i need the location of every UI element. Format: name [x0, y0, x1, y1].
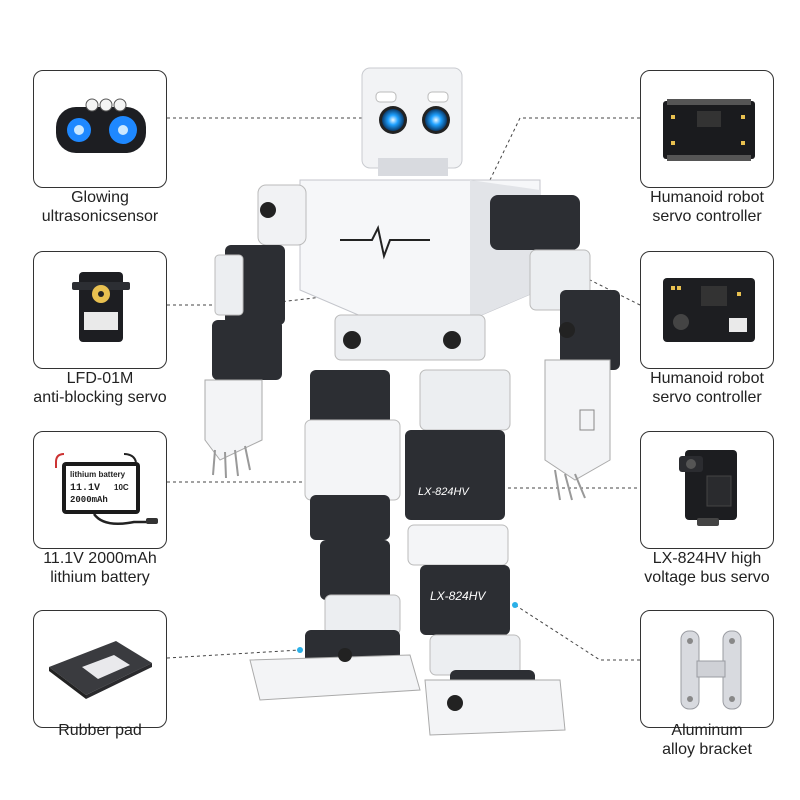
battery-label-text: lithium battery: [70, 470, 126, 479]
bus-servo-panel: [640, 431, 774, 549]
right-eye: [425, 109, 447, 131]
lfd-servo-caption: LFD-01M anti-blocking servo: [33, 370, 167, 406]
servo-label-2: LX-824HV: [430, 589, 486, 603]
servo-motor-icon: [72, 272, 130, 342]
robot-head: [361, 67, 463, 176]
rubber-pad-caption: Rubber pad: [58, 722, 142, 739]
rubber-pad-icon: [49, 641, 152, 699]
lfd-servo-panel: [33, 251, 167, 369]
sensor-caption: Glowing ultrasonicsensor: [41, 189, 159, 225]
robot-right-arm: [490, 195, 620, 501]
servo-controller-bottom-caption: Humanoid robot servo controller: [650, 370, 764, 406]
servo-controller-bottom-panel: [640, 251, 774, 369]
servo-controller-board-icon: [663, 99, 755, 161]
aluminum-bracket-icon: [680, 630, 742, 710]
battery-panel: lithium battery 11.1V 2000mAh 10C: [33, 431, 167, 549]
battery-rate: 10C: [114, 483, 129, 492]
ultrasonic-sensor-icon: [56, 98, 146, 153]
bus-servo-caption: LX-824HV high voltage bus servo: [644, 550, 770, 586]
battery-icon: lithium battery 11.1V 2000mAh 10C: [55, 453, 158, 525]
servo-label-1: LX-824HV: [418, 486, 470, 498]
battery-capacity: 2000mAh: [70, 495, 108, 505]
robot-left-leg: [249, 370, 421, 701]
battery-voltage: 11.1V: [70, 483, 100, 494]
left-eye: [382, 109, 404, 131]
controller-board-icon: [663, 278, 755, 342]
bracket-panel: [640, 610, 774, 728]
rubber-pad-panel: [33, 610, 167, 728]
battery-caption: 11.1V 2000mAh lithium battery: [43, 550, 157, 586]
servo-controller-top-panel: [640, 70, 774, 188]
bus-servo-icon: [679, 450, 737, 526]
bracket-caption: Aluminum alloy bracket: [662, 722, 752, 758]
sensor-panel: [33, 70, 167, 188]
servo-controller-top-caption: Humanoid robot servo controller: [650, 189, 764, 225]
robot-left-arm: [204, 184, 307, 479]
robot-right-leg: LX-824HV LX-824HV: [405, 369, 566, 736]
